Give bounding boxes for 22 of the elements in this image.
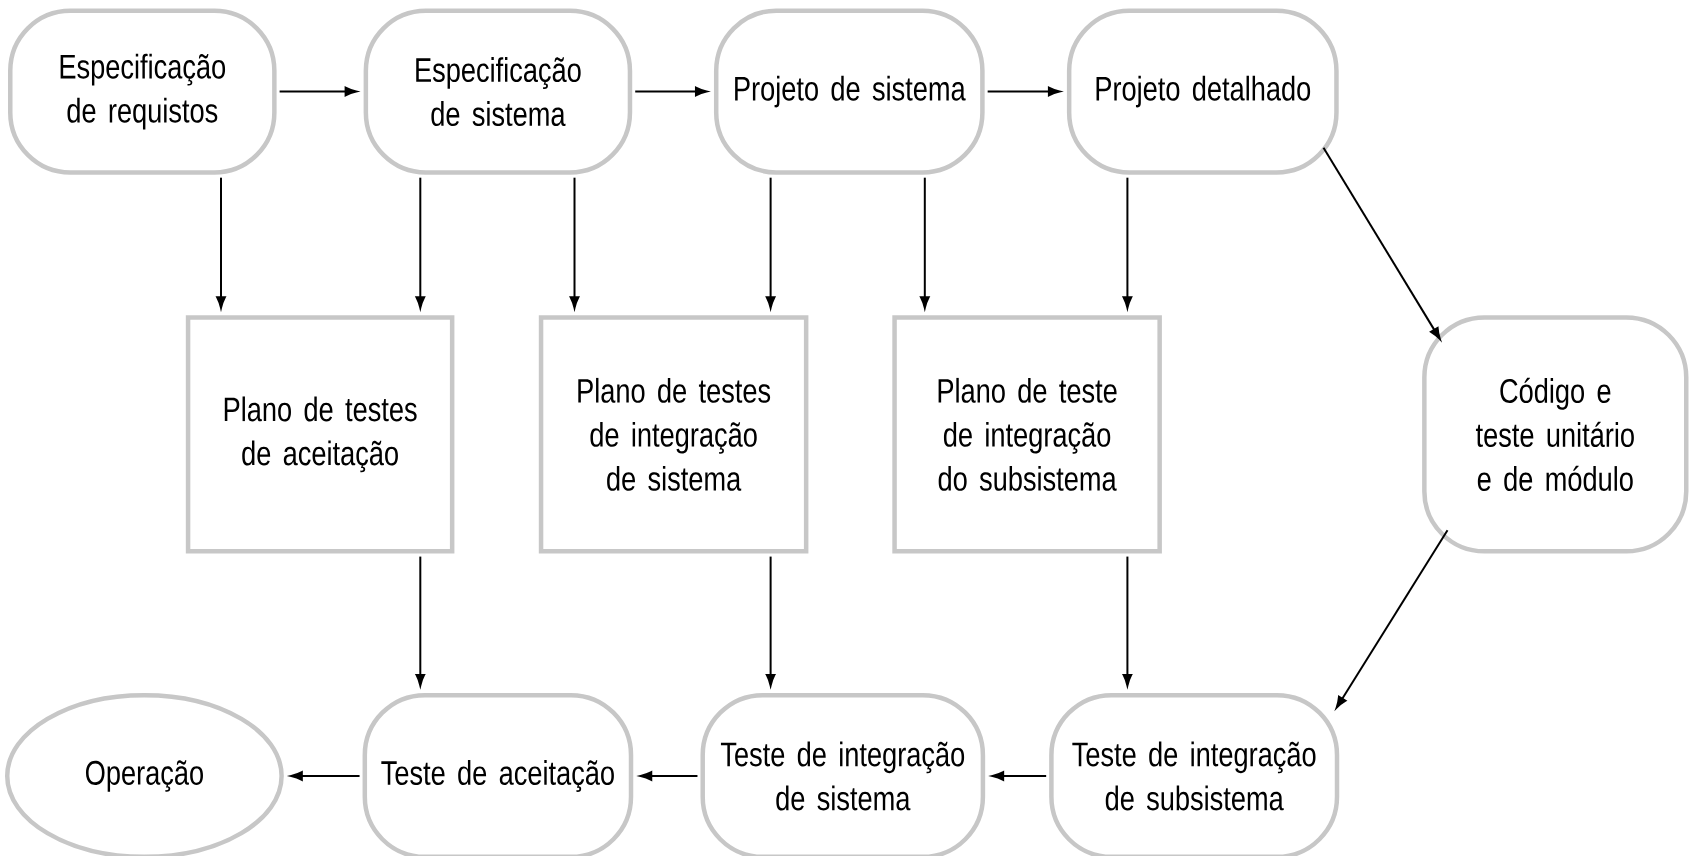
rounded-box: Especificação de requistos	[8, 8, 277, 175]
rounded-box: Especificação de sistema	[363, 8, 633, 175]
process-box: Plano de testes de integração de sistema	[538, 315, 809, 554]
process-box: Plano de teste de integração do subsistema	[892, 315, 1162, 554]
process-box: Plano de testes de aceitação	[185, 315, 455, 554]
rounded-box: Projeto detalhado	[1066, 8, 1339, 175]
arrow	[415, 555, 426, 687]
arrow	[991, 771, 1048, 781]
arrow	[1335, 529, 1449, 709]
rounded-box: Teste de aceitação	[362, 692, 634, 856]
arrow	[920, 176, 930, 309]
arrow	[1122, 555, 1133, 687]
rounded-box: Código e teste unitário e de módulo	[1422, 315, 1689, 554]
arrow	[216, 176, 226, 309]
rounded-box: Teste de integração de sistema	[700, 692, 986, 856]
rounded-box: Projeto de sistema	[713, 8, 985, 175]
arrow	[290, 771, 361, 781]
arrow	[415, 176, 426, 309]
rounded-box: Teste de integração de subsistema	[1049, 692, 1340, 856]
arrow	[1322, 146, 1441, 340]
arrow	[278, 86, 358, 97]
arrow	[639, 771, 699, 781]
